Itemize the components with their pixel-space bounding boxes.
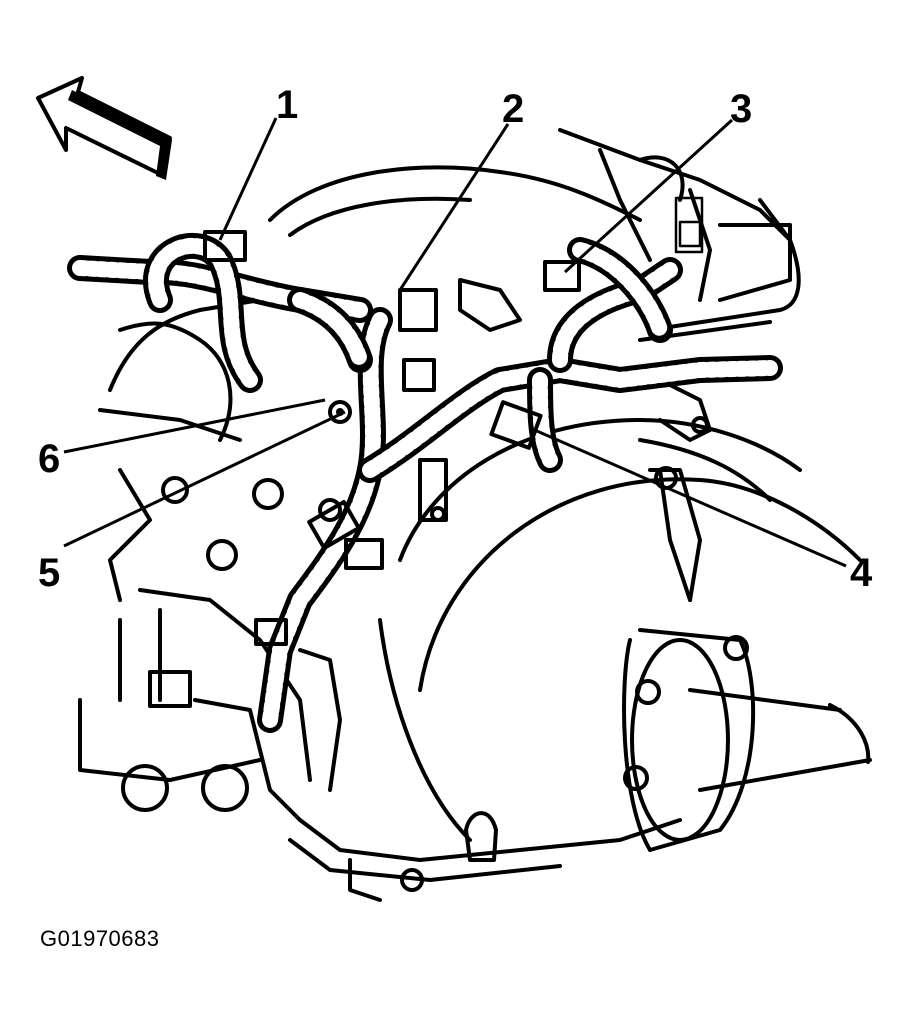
forward-direction-arrow-icon [36,76,172,180]
callout-3: 3 [730,87,752,131]
coolant-lines [638,155,801,602]
callout-5: 5 [38,551,60,595]
figure-id: G01970683 [40,926,160,951]
transmission-housing [288,418,872,902]
callout-6: 6 [38,437,60,481]
callout-2: 2 [502,87,524,131]
callout-1: 1 [276,83,298,127]
callout-leader-lines [63,117,847,568]
harness-connectors [203,230,581,646]
callout-4: 4 [850,551,873,595]
engine-body [78,128,792,822]
